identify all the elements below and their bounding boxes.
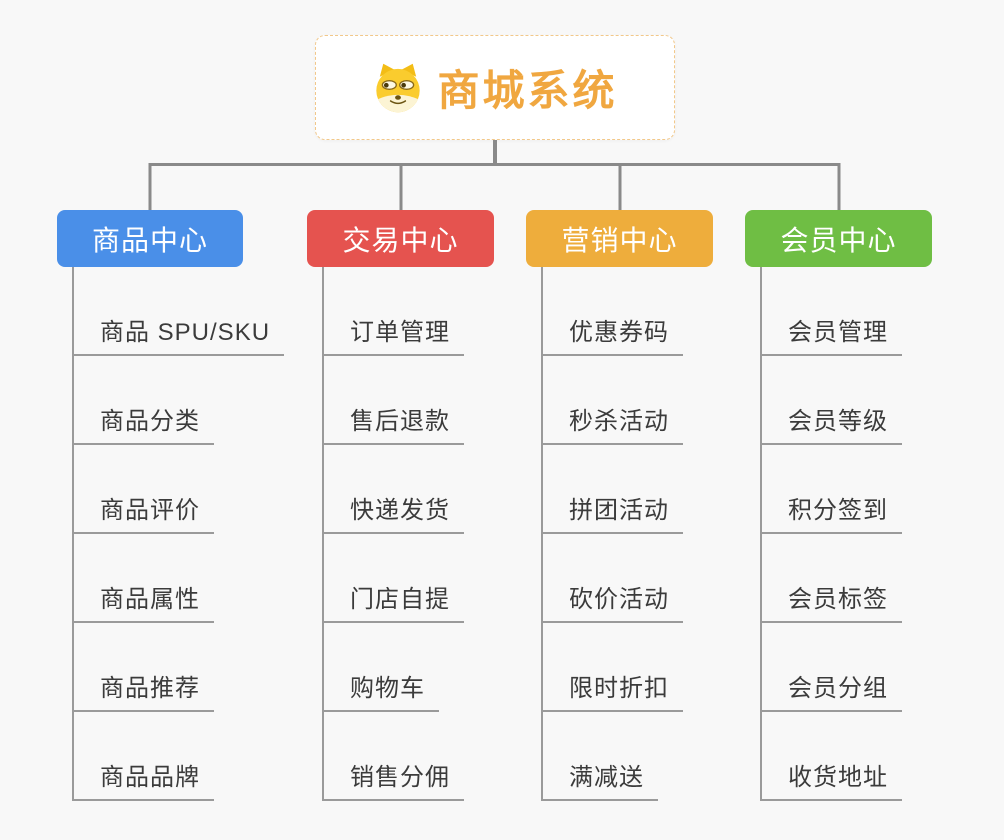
sub-item: 购物车 <box>322 623 464 712</box>
branch-header[interactable]: 会员中心 <box>745 210 932 267</box>
sub-item-label[interactable]: 拼团活动 <box>541 490 683 534</box>
sub-item-label[interactable]: 商品评价 <box>72 490 214 534</box>
sub-item-label[interactable]: 订单管理 <box>322 312 464 356</box>
sub-item-label[interactable]: 会员管理 <box>760 312 902 356</box>
connector-branch-drop <box>618 163 621 210</box>
sub-item: 会员分组 <box>760 623 902 712</box>
sub-item-label[interactable]: 售后退款 <box>322 401 464 445</box>
branch-header[interactable]: 商品中心 <box>57 210 243 267</box>
doge-icon <box>372 62 424 114</box>
sub-item: 商品 SPU/SKU <box>72 267 285 356</box>
branch-items: 优惠券码秒杀活动拼团活动砍价活动限时折扣满减送 <box>541 267 683 801</box>
branch-items: 商品 SPU/SKU 商品分类商品评价商品属性商品推荐商品品牌 <box>72 267 285 801</box>
sub-item: 快递发货 <box>322 445 464 534</box>
sub-item: 售后退款 <box>322 356 464 445</box>
sub-item-label[interactable]: 商品推荐 <box>72 668 214 712</box>
sub-item-label[interactable]: 商品品牌 <box>72 757 214 801</box>
sub-item: 订单管理 <box>322 267 464 356</box>
sub-item-label[interactable]: 收货地址 <box>760 757 902 801</box>
branch-label: 交易中心 <box>342 224 459 256</box>
sub-item: 门店自提 <box>322 534 464 623</box>
sub-item: 销售分佣 <box>322 712 464 801</box>
connector-rail <box>149 163 840 166</box>
sub-item-label[interactable]: 商品分类 <box>72 401 214 445</box>
connector-branch-drop <box>837 163 840 210</box>
sub-item: 会员等级 <box>760 356 902 445</box>
sub-item-label[interactable]: 购物车 <box>322 668 439 712</box>
connector-root-stem <box>493 140 497 164</box>
sub-item-label[interactable]: 会员等级 <box>760 401 902 445</box>
sub-item-label[interactable]: 商品 SPU/SKU <box>72 312 285 356</box>
sub-item-label[interactable]: 快递发货 <box>322 490 464 534</box>
sub-item: 商品分类 <box>72 356 284 445</box>
sub-item: 商品评价 <box>72 445 284 534</box>
sub-item: 优惠券码 <box>541 267 683 356</box>
root-node[interactable]: 商城系统 <box>315 35 675 140</box>
sub-item-label[interactable]: 优惠券码 <box>541 312 683 356</box>
sub-item: 商品推荐 <box>72 623 284 712</box>
sub-item: 收货地址 <box>760 712 902 801</box>
sub-item-label[interactable]: 砍价活动 <box>541 579 683 623</box>
sub-item: 秒杀活动 <box>541 356 683 445</box>
sub-item: 会员管理 <box>760 267 902 356</box>
sub-item: 会员标签 <box>760 534 902 623</box>
sub-item: 积分签到 <box>760 445 902 534</box>
sub-item-label[interactable]: 门店自提 <box>322 579 464 623</box>
branch-items: 会员管理会员等级积分签到会员标签会员分组收货地址 <box>760 267 902 801</box>
branch-header[interactable]: 交易中心 <box>307 210 494 267</box>
branch-label: 商品中心 <box>91 224 208 256</box>
sub-item-label[interactable]: 销售分佣 <box>322 757 464 801</box>
sub-item: 限时折扣 <box>541 623 683 712</box>
sub-item-label[interactable]: 满减送 <box>541 757 658 801</box>
sub-item: 砍价活动 <box>541 534 683 623</box>
branch-label: 营销中心 <box>561 224 678 256</box>
connector-branch-drop <box>148 163 152 210</box>
sub-item-label[interactable]: 限时折扣 <box>541 668 683 712</box>
sub-item-label[interactable]: 会员标签 <box>760 579 902 623</box>
branch: 会员中心 会员管理会员等级积分签到会员标签会员分组收货地址 <box>745 163 932 803</box>
sub-item-label[interactable]: 商品属性 <box>72 579 214 623</box>
sub-item-label[interactable]: 会员分组 <box>760 668 902 712</box>
branch-items: 订单管理售后退款快递发货门店自提购物车销售分佣 <box>322 267 464 801</box>
sub-item: 商品品牌 <box>72 712 284 801</box>
branch-label: 会员中心 <box>780 224 897 256</box>
sub-item: 满减送 <box>541 712 683 801</box>
branch-header[interactable]: 营销中心 <box>526 210 713 267</box>
branch: 营销中心 优惠券码秒杀活动拼团活动砍价活动限时折扣满减送 <box>526 163 713 803</box>
sub-item: 商品属性 <box>72 534 284 623</box>
sub-item-label[interactable]: 积分签到 <box>760 490 902 534</box>
sub-item: 拼团活动 <box>541 445 683 534</box>
branch: 商品中心 商品 SPU/SKU 商品分类商品评价商品属性商品推荐商品品牌 <box>57 163 285 803</box>
connector-branch-drop <box>399 163 402 210</box>
branch: 交易中心 订单管理售后退款快递发货门店自提购物车销售分佣 <box>307 163 494 803</box>
sub-item-label[interactable]: 秒杀活动 <box>541 401 683 445</box>
root-title: 商城系统 <box>437 67 618 114</box>
